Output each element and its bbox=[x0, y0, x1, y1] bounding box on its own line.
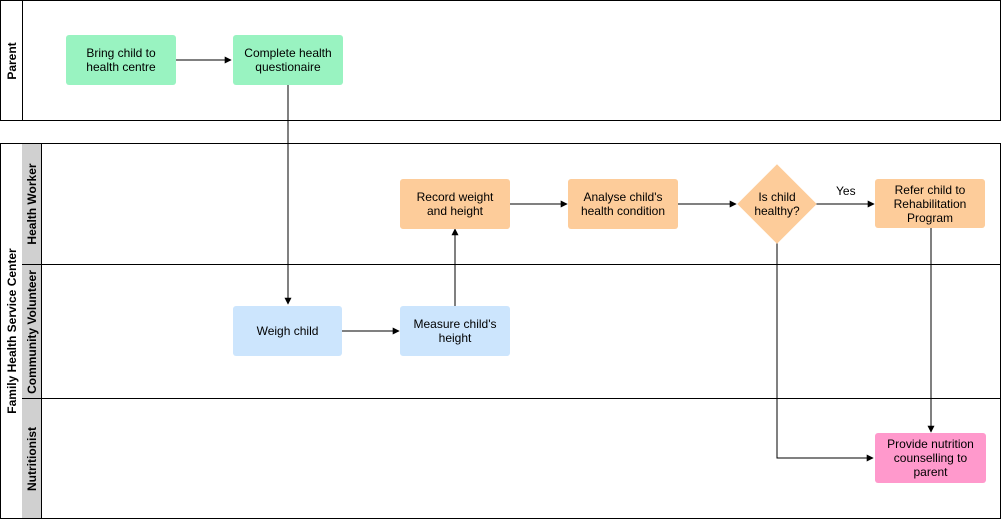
node-analyse-health[interactable]: Analyse child's health condition bbox=[568, 179, 678, 229]
node-record-weight-height[interactable]: Record weight and height bbox=[400, 179, 510, 229]
pool-parent-label: Parent bbox=[4, 41, 19, 80]
node-weigh-child[interactable]: Weigh child bbox=[233, 306, 342, 356]
edge-yes-label: Yes bbox=[836, 184, 856, 198]
node-refer-rehab[interactable]: Refer child to Rehabilitation Program bbox=[875, 179, 985, 228]
lane-health-worker-label: Health Worker bbox=[24, 163, 39, 245]
pool-center-header: Family Health Service Center bbox=[1, 144, 23, 518]
lane-health-worker: Health Worker bbox=[22, 144, 1000, 265]
lane-community-volunteer-label: Community Volunteer bbox=[24, 269, 39, 394]
node-nutrition-counselling[interactable]: Provide nutrition counselling to parent bbox=[875, 433, 986, 483]
lane-community-volunteer-header: Community Volunteer bbox=[22, 265, 42, 398]
node-measure-height[interactable]: Measure child's height bbox=[400, 306, 510, 356]
lane-community-volunteer: Community Volunteer bbox=[22, 265, 1000, 399]
node-complete-questionnaire[interactable]: Complete health questionaire bbox=[233, 35, 343, 85]
pool-center-label: Family Health Service Center bbox=[4, 248, 19, 414]
lane-nutritionist-label: Nutritionist bbox=[24, 426, 39, 491]
lane-nutritionist: Nutritionist bbox=[22, 399, 1000, 518]
node-decision-label: Is child healthy? bbox=[754, 190, 800, 218]
pool-parent-header: Parent bbox=[1, 1, 23, 120]
lane-health-worker-header: Health Worker bbox=[22, 144, 42, 264]
lane-nutritionist-header: Nutritionist bbox=[22, 399, 42, 518]
node-bring-child[interactable]: Bring child to health centre bbox=[66, 35, 176, 85]
